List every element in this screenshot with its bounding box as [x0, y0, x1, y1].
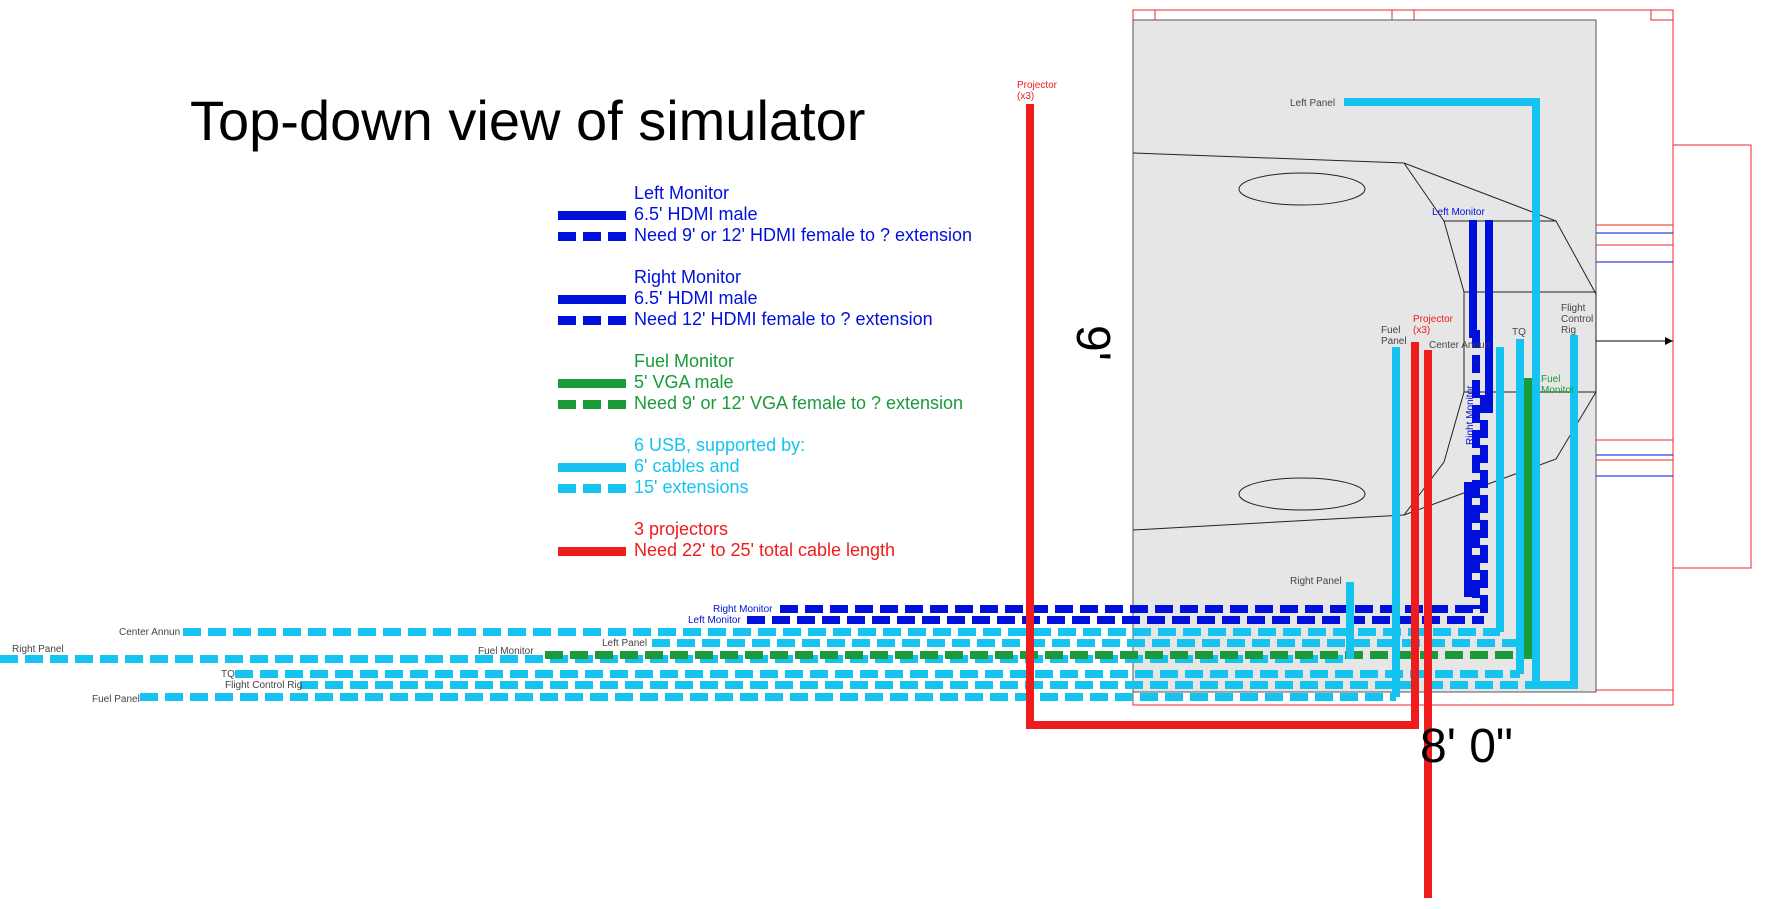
legend-text: Fuel Monitor 5' VGA male Need 9' or 12' …: [634, 351, 963, 414]
legend-dashed-swatch: [558, 232, 626, 241]
projector-cable-main: [1026, 104, 1419, 729]
arrow-head: [1665, 337, 1673, 345]
label-tq: TQ: [1512, 327, 1526, 338]
frame-notch: [1391, 9, 1415, 21]
label-fuel-monitor-1: Fuel: [1541, 374, 1560, 385]
legend-text: 6 USB, supported by: 6' cables and 15' e…: [634, 435, 805, 498]
label-center-annun: Center Annun: [1429, 340, 1490, 351]
legend-line: Need 9' or 12' HDMI female to ? extensio…: [634, 225, 973, 245]
legend-dashed-swatch: [558, 400, 626, 409]
seat-right: [1238, 477, 1366, 511]
label-projector-2: (x3): [1413, 325, 1430, 336]
left-panel-cable: [1344, 98, 1578, 689]
cable-labels: Right Monitor Left Monitor Center Annun …: [12, 604, 773, 705]
label-flight-2: Control: [1561, 314, 1593, 325]
legend-dashed-swatch: [558, 484, 626, 493]
diagram-title: Top-down view of simulator: [190, 89, 866, 152]
legend-solid-swatch: [558, 463, 626, 472]
label-fuel-panel-2: Panel: [1381, 336, 1407, 347]
cable-label-tq: TQ: [221, 669, 235, 680]
label-flight-3: Rig: [1561, 325, 1576, 336]
cable-label-center-annun: Center Annun: [119, 627, 180, 638]
cable-label-flight-control-rig: Flight Control Rig: [225, 680, 302, 691]
legend-text: Right Monitor 6.5' HDMI male Need 12' HD…: [634, 267, 933, 330]
label-fuel-monitor-2: Monitor: [1541, 385, 1575, 396]
cable-label-right-monitor: Right Monitor: [713, 604, 773, 615]
label-projector-1: Projector: [1413, 314, 1454, 325]
legend-line: Fuel Monitor: [634, 351, 735, 371]
label-right-panel: Right Panel: [1290, 576, 1342, 587]
blue-rails: [1596, 232, 1673, 477]
dimension-width: 8' 0": [1420, 720, 1513, 773]
cable-runs-solid: [1344, 98, 1578, 697]
legend-text: Left Monitor 6.5' HDMI male Need 9' or 1…: [634, 183, 972, 246]
label-left-monitor: Left Monitor: [1432, 207, 1485, 218]
legend-line: 15' extensions: [634, 477, 749, 497]
legend-solid-swatch: [558, 211, 626, 220]
projector-cables: [1026, 104, 1432, 898]
label-fuel-panel-1: Fuel: [1381, 325, 1400, 336]
legend-solid-swatch: [558, 379, 626, 388]
legend-text: 3 projectors Need 22' to 25' total cable…: [634, 519, 895, 561]
legend-line: 5' VGA male: [634, 372, 734, 392]
frame-notch: [1132, 9, 1156, 21]
legend-line: 6.5' HDMI male: [634, 288, 758, 308]
fuel-monitor-cable: [1524, 378, 1532, 659]
legend-line: 6 USB, supported by:: [634, 435, 806, 455]
cable-label-right-panel: Right Panel: [12, 644, 64, 655]
legend-line: 3 projectors: [634, 519, 729, 539]
cable-runs-horizontal: [0, 605, 1574, 701]
cable-label-left-monitor: Left Monitor: [688, 615, 741, 626]
label-flight-1: Flight: [1561, 303, 1586, 314]
label-right-monitor: Right Monitor: [1465, 385, 1476, 445]
cable-label-left-panel: Left Panel: [602, 638, 647, 649]
legend-line: Need 9' or 12' VGA female to ? extension: [634, 393, 964, 413]
legend-line: Left Monitor: [634, 183, 730, 203]
cable-label-fuel-panel: Fuel Panel: [92, 694, 140, 705]
label-projector-top-1: Projector: [1017, 80, 1058, 91]
label-left-panel: Left Panel: [1290, 98, 1335, 109]
legend-solid-swatch: [558, 295, 626, 304]
legend-line: Need 22' to 25' total cable length: [634, 540, 896, 560]
cable-label-fuel-monitor: Fuel Monitor: [478, 646, 534, 657]
legend-line: 6.5' HDMI male: [634, 204, 758, 224]
label-projector-top-2: (x3): [1017, 91, 1034, 102]
simulator-labels: Left Panel Left Monitor Fuel Panel Proje…: [1017, 80, 1593, 587]
side-rail: [1595, 439, 1674, 461]
legend-line: Need 12' HDMI female to ? extension: [634, 309, 933, 329]
side-box: [1672, 144, 1752, 569]
legend-line: Right Monitor: [634, 267, 742, 287]
seat-left: [1238, 172, 1366, 206]
legend-solid-swatch: [558, 547, 626, 556]
dimension-height: 9': [1066, 325, 1119, 361]
side-rail: [1595, 224, 1674, 246]
frame-notch: [1650, 9, 1674, 21]
legend-dashed-swatch: [558, 316, 626, 325]
legend-line: 6' cables and: [634, 456, 740, 476]
